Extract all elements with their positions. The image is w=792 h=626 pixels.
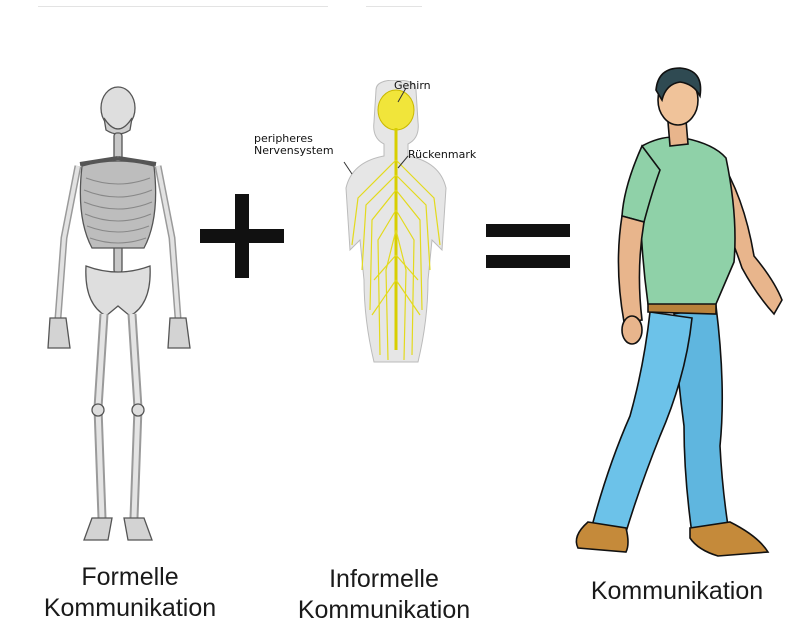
caption-nervous-line2: Kommunikation	[272, 595, 496, 626]
top-divider	[38, 6, 328, 7]
caption-nervous-system: Informelle Kommunikation	[272, 564, 496, 626]
caption-skeleton: Formelle Kommunikation	[20, 562, 240, 624]
caption-skeleton-line1: Formelle	[20, 562, 240, 593]
label-spinal-cord: Rückenmark	[408, 149, 476, 161]
label-peripheral-line2: Nervensystem	[254, 145, 334, 157]
equals-sign	[484, 222, 572, 270]
caption-person: Kommunikation	[566, 576, 788, 607]
label-brain: Gehirn	[394, 80, 431, 92]
plus-sign	[198, 192, 286, 280]
person-figure	[568, 66, 792, 564]
caption-nervous-line1: Informelle	[272, 564, 496, 595]
top-divider-short	[366, 6, 422, 7]
nervous-system-figure	[300, 80, 490, 370]
skeleton-figure	[20, 78, 220, 548]
caption-skeleton-line2: Kommunikation	[20, 593, 240, 624]
